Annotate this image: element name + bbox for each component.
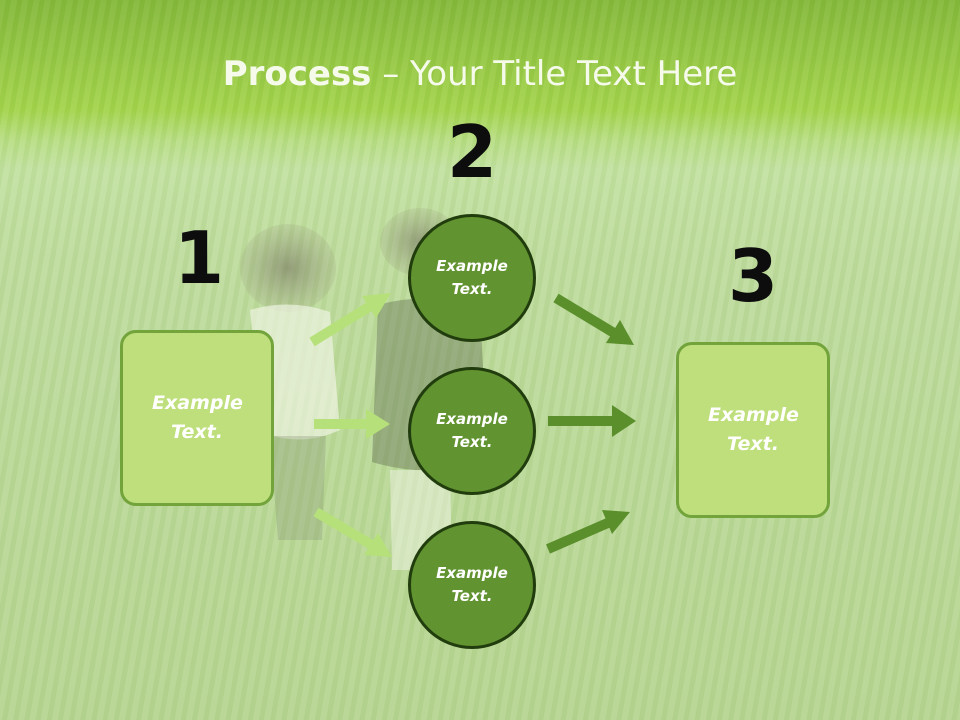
arrow-dark-middle bbox=[548, 405, 636, 437]
child-left-hair bbox=[240, 224, 336, 312]
circle-bottom-label: Example Text. bbox=[436, 564, 508, 605]
title-rest: – Your Title Text Here bbox=[371, 54, 738, 94]
step-number-2: 2 bbox=[446, 110, 498, 194]
left-box-label: Example Text. bbox=[152, 392, 243, 443]
circle-top[interactable]: Example Text. bbox=[408, 214, 536, 342]
circle-top-label: Example Text. bbox=[436, 257, 508, 298]
step-number-3: 3 bbox=[727, 234, 779, 318]
circle-bottom[interactable]: Example Text. bbox=[408, 521, 536, 649]
arrow-light-middle bbox=[314, 409, 390, 439]
step-number-1: 1 bbox=[173, 216, 225, 300]
arrow-dark-up bbox=[546, 510, 630, 554]
circle-middle[interactable]: Example Text. bbox=[408, 367, 536, 495]
title-bold: Process bbox=[222, 54, 372, 94]
right-text-box[interactable]: Example Text. bbox=[676, 342, 830, 518]
left-text-box[interactable]: Example Text. bbox=[120, 330, 274, 506]
slide-title: Process – Your Title Text Here bbox=[0, 52, 960, 96]
arrow-light-up bbox=[309, 293, 391, 347]
child-left-legs bbox=[270, 436, 326, 540]
arrow-light-down bbox=[313, 507, 392, 557]
arrow-dark-down bbox=[553, 293, 634, 345]
right-box-label: Example Text. bbox=[708, 404, 799, 455]
circle-middle-label: Example Text. bbox=[436, 410, 508, 451]
